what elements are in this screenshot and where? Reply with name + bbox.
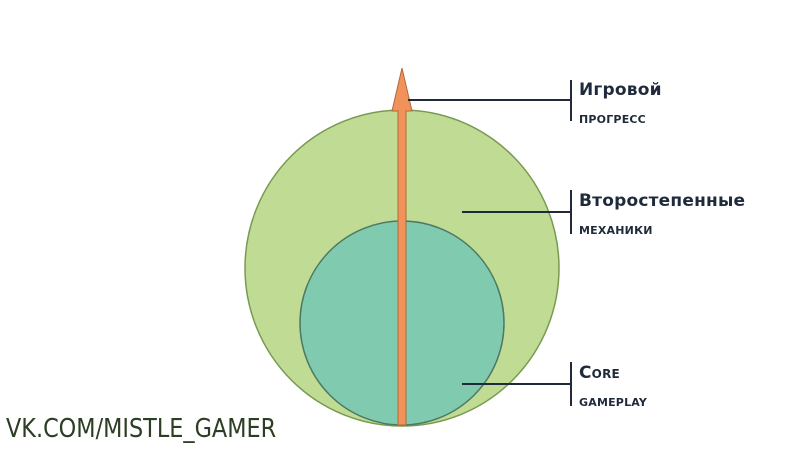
progress-arrow-icon: [391, 67, 413, 426]
label-core-gameplay-line1: Core: [579, 363, 620, 383]
label-core-gameplay: Core gameplay: [579, 360, 647, 414]
label-secondary-mechanics-line2: механики: [579, 219, 653, 238]
label-secondary-mechanics: Второстепенные механики: [579, 188, 745, 242]
watermark: VK.COM/MISTLE_GAMER: [6, 414, 277, 444]
label-game-progress-line2: прогресс: [579, 108, 646, 127]
label-secondary-mechanics-line1: Второстепенные: [579, 191, 746, 211]
label-game-progress-line1: Игровой: [579, 80, 662, 100]
label-game-progress: Игровой прогресс: [579, 77, 662, 131]
label-core-gameplay-line2: gameplay: [579, 391, 648, 410]
